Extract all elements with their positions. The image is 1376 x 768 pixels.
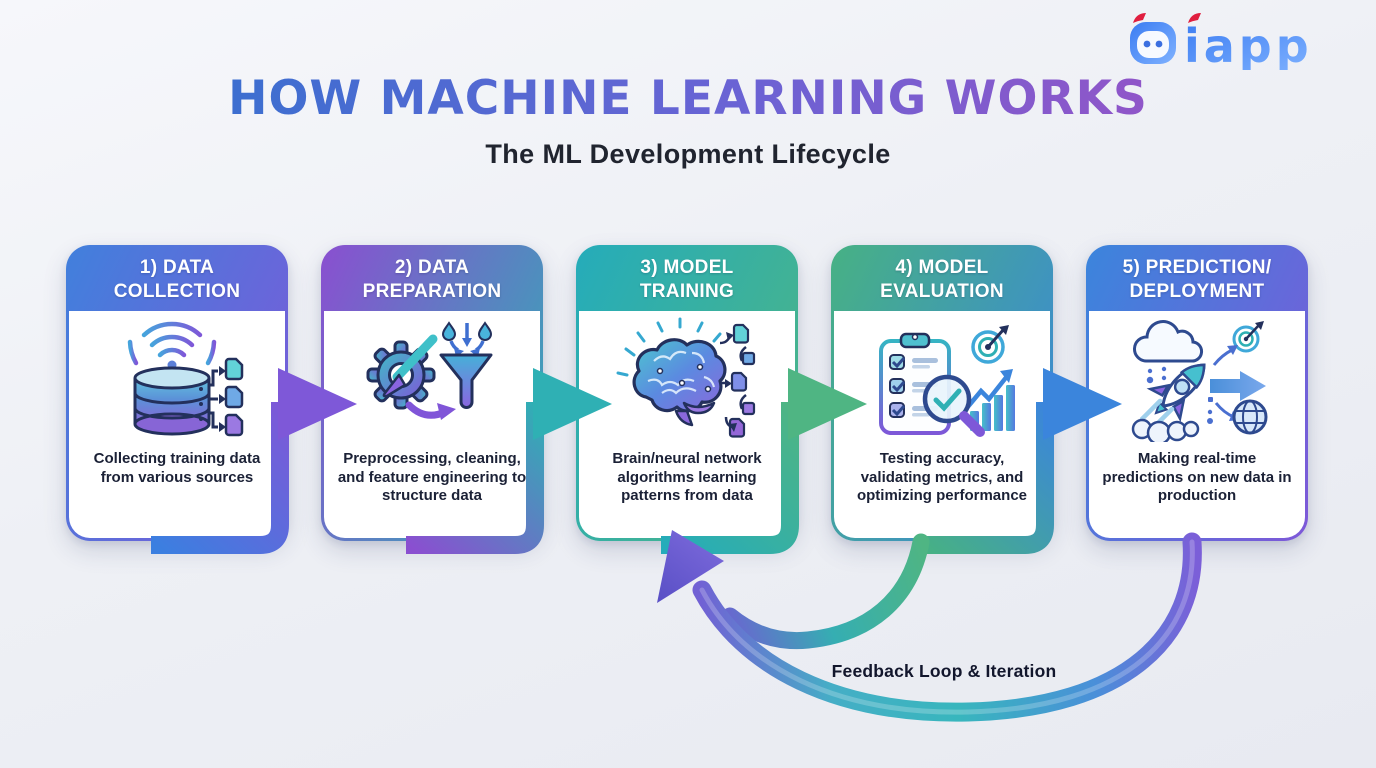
- robot-head-icon: [1130, 13, 1176, 64]
- card-3-header: 3) MODEL TRAINING: [579, 248, 795, 311]
- logo-i-accent: [1188, 13, 1201, 23]
- launch-clouds: [1131, 418, 1200, 442]
- globe-icon: [1232, 399, 1268, 435]
- card-4-header: 4) MODEL EVALUATION: [834, 248, 1050, 311]
- brain-shape: [632, 338, 727, 413]
- logo-red-accent: [1133, 13, 1146, 23]
- data-drops: [1146, 366, 1167, 384]
- card-4-description: Testing accuracy, validating metrics, an…: [856, 450, 1028, 504]
- logo-text: iapp: [1184, 19, 1313, 70]
- logo-graphic: iapp: [1130, 13, 1313, 73]
- feedback-loop-arrow: [657, 530, 1202, 722]
- database-collection-icon: [127, 321, 244, 437]
- wifi-waves-icon: [127, 321, 217, 366]
- card-1-description: Collecting training data from various so…: [93, 450, 261, 486]
- rocket-icon: [1146, 363, 1206, 423]
- card-1-body: Collecting training data from various so…: [69, 311, 285, 538]
- card-4-body: Testing accuracy, validating metrics, an…: [834, 311, 1050, 538]
- card-5-description: Making real-time predictions on new data…: [1102, 450, 1292, 504]
- step-card-3: 3) MODEL TRAINING: [576, 245, 798, 541]
- target-icon: [971, 325, 1009, 364]
- card-1-header: 1) DATA COLLECTION: [69, 248, 285, 311]
- brain-stem: [674, 409, 694, 427]
- card-1-title-line1: 1) DATA: [139, 256, 215, 278]
- feedback-loop-label: Feedback Loop & Iteration: [831, 661, 1057, 681]
- card-2-body: Preprocessing, cleaning, and feature eng…: [324, 311, 540, 538]
- water-drop-icons: [441, 321, 493, 341]
- title-block: HOW MACHINE LEARNING WORKS: [0, 68, 1376, 135]
- card-5-title-line2: DEPLOYMENT: [1129, 280, 1265, 302]
- brain-folds: [647, 350, 716, 395]
- card-2-header: 2) DATA PREPARATION: [324, 248, 540, 311]
- card-1-title-line2: COLLECTION: [113, 280, 241, 302]
- spark-rays: [616, 317, 722, 377]
- gear-funnel-icon: [366, 321, 493, 420]
- clipboard-metrics-icon: [879, 325, 1015, 437]
- dotted-trail: [1207, 397, 1213, 424]
- card-2-title-line1: 2) DATA: [394, 256, 470, 278]
- paintbrush-icon: [382, 334, 438, 398]
- card-5-title-line1: 5) PREDICTION/: [1122, 256, 1272, 278]
- page-title: HOW MACHINE LEARNING WORKS: [228, 71, 1148, 126]
- deploy-arrow: [1210, 371, 1266, 401]
- step-card-2: 2) DATA PREPARATION: [321, 245, 543, 541]
- step-card-4: 4) MODEL EVALUATION: [831, 245, 1053, 541]
- step-card-5: 5) PREDICTION/ DEPLOYMENT: [1086, 245, 1308, 541]
- card-3-title-line1: 3) MODEL: [640, 256, 734, 278]
- brain-network-icon: [616, 317, 756, 438]
- card-5-header: 5) PREDICTION/ DEPLOYMENT: [1089, 248, 1305, 311]
- data-files: [224, 357, 244, 437]
- card-3-title-line2: TRAINING: [639, 280, 735, 302]
- logo: iapp: [1126, 10, 1358, 75]
- database-cylinder: [133, 366, 211, 436]
- card-4-title-line2: EVALUATION: [880, 280, 1004, 302]
- funnel-icon: [439, 353, 493, 409]
- step-card-1: 1) DATA COLLECTION: [66, 245, 288, 541]
- cloud-icon: [1133, 320, 1203, 363]
- output-files: [728, 323, 756, 438]
- card-5-body: Making real-time predictions on new data…: [1089, 311, 1305, 538]
- target-icon-small: [1232, 321, 1264, 353]
- card-3-description: Brain/neural network algorithms learning…: [612, 450, 762, 504]
- card-2-description: Preprocessing, cleaning, and feature eng…: [337, 450, 527, 504]
- neuron-nodes: [656, 363, 712, 393]
- cycle-arrow: [405, 401, 456, 420]
- page-subtitle: The ML Development Lifecycle: [485, 139, 891, 169]
- card-2-title-line2: PREPARATION: [362, 280, 502, 302]
- card-3-body: Brain/neural network algorithms learning…: [579, 311, 795, 538]
- rocket-deployment-icon: [1131, 320, 1268, 442]
- card-4-title-line1: 4) MODEL: [895, 256, 989, 278]
